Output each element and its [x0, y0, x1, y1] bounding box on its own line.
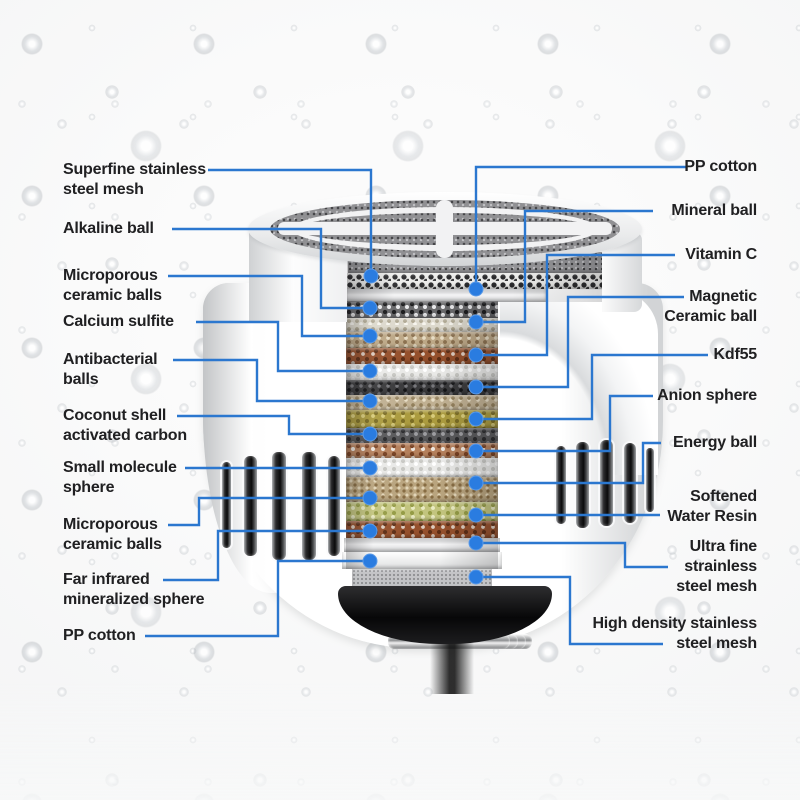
label-kdf55: Kdf55: [713, 346, 758, 363]
leader-line: [476, 394, 653, 453]
layer-dot: [468, 314, 484, 330]
vent-slot: [576, 442, 589, 528]
connector-center-shadow: [430, 634, 474, 694]
label-mineral-ball: Mineral ball: [671, 202, 757, 219]
label-microporous-ceramic-balls-lower: Microporous ceramic balls: [63, 516, 162, 553]
vent-slot: [222, 462, 231, 548]
layer-copper-balls: [346, 521, 498, 538]
leader-line: [474, 165, 686, 289]
leader-line: [196, 320, 370, 373]
layer-white-foam: [346, 364, 498, 380]
layer-dot: [468, 379, 484, 395]
layer-white-crystal: [346, 318, 498, 332]
label-anion-sphere: Anion sphere: [657, 387, 757, 404]
layer-green-balls: [346, 502, 498, 521]
layer-dot: [468, 411, 484, 427]
label-microporous-ceramic-balls-upper: Microporous ceramic balls: [63, 267, 162, 304]
label-pp-cotton-right: PP cotton: [684, 158, 757, 175]
label-energy-ball: Energy ball: [672, 434, 757, 451]
leader-line: [173, 358, 370, 403]
label-calcium-sulfite: Calcium sulfite: [63, 313, 174, 330]
layer-dot: [468, 281, 484, 297]
leader-line: [476, 253, 675, 357]
label-pp-cotton-left: PP cotton: [63, 627, 136, 644]
vent-slot: [272, 452, 286, 560]
layer-black-balls: [346, 380, 498, 395]
leader-line: [145, 559, 370, 638]
layer-white-band: [342, 552, 502, 569]
layer-fine-mesh: [352, 569, 492, 590]
leader-line: [163, 529, 370, 582]
layer-dot: [362, 300, 378, 316]
label-softened-water-resin: Softened Water Resin: [667, 488, 757, 525]
leader-line: [476, 575, 663, 646]
label-magnetic-ceramic-ball: Magnetic Ceramic ball: [664, 288, 757, 325]
layer-silver-band: [344, 538, 500, 552]
layer-dot: [362, 426, 378, 442]
label-alkaline-ball: Alkaline ball: [63, 220, 154, 237]
leader-line: [476, 295, 684, 389]
leader-line: [208, 168, 373, 276]
label-ultra-fine-strainless-steel-mesh: Ultra fine strainless steel mesh: [676, 538, 757, 595]
label-high-density-stainless-steel-mesh: High density stainless steel mesh: [592, 615, 757, 652]
layer-beige-balls: [346, 395, 498, 410]
layer-silver-band: [346, 289, 546, 302]
layer-dot: [468, 475, 484, 491]
layer-dot: [468, 535, 484, 551]
layer-dot: [362, 363, 378, 379]
layer-dot: [362, 523, 378, 539]
layer-black-white-balls: [346, 301, 498, 318]
layer-dot: [468, 347, 484, 363]
label-antibacterial-balls: Antibacterial balls: [63, 351, 158, 388]
label-vitamin-c: Vitamin C: [685, 246, 757, 263]
leader-line: [476, 541, 668, 569]
leader-line: [168, 496, 370, 527]
layer-dot: [468, 569, 484, 585]
label-small-molecule-sphere: Small molecule sphere: [63, 459, 177, 496]
top-frame-crossbar-vertical: [436, 200, 453, 258]
leader-line: [476, 441, 661, 485]
layer-dot: [362, 328, 378, 344]
layer-copper-balls: [346, 348, 498, 364]
layer-dot: [363, 268, 379, 284]
layer-white-foam: [346, 458, 498, 477]
label-far-infrared-mineralized-sphere: Far infrared mineralized sphere: [63, 571, 205, 608]
vent-slot: [302, 452, 316, 560]
layer-dot: [362, 460, 378, 476]
leader-line: [476, 209, 653, 324]
layer-copper-white-mix: [346, 443, 498, 458]
layer-dot: [362, 393, 378, 409]
layer-dark-gray-balls: [346, 428, 498, 443]
layer-dot: [468, 507, 484, 523]
leader-line: [476, 353, 708, 421]
leader-line: [177, 414, 370, 436]
layer-dot: [362, 490, 378, 506]
label-coconut-shell-activated-carbon: Coconut shell activated carbon: [63, 407, 187, 444]
leader-line: [168, 274, 370, 338]
layer-tan-balls: [346, 332, 498, 348]
label-superfine-stainless-steel-mesh: Superfine stainless steel mesh: [63, 161, 206, 198]
layer-dot: [362, 553, 378, 569]
vent-slot: [646, 448, 654, 512]
layer-olive-balls: [346, 410, 498, 428]
layer-dot: [468, 443, 484, 459]
leader-line: [172, 227, 370, 310]
vent-slot: [556, 446, 566, 524]
